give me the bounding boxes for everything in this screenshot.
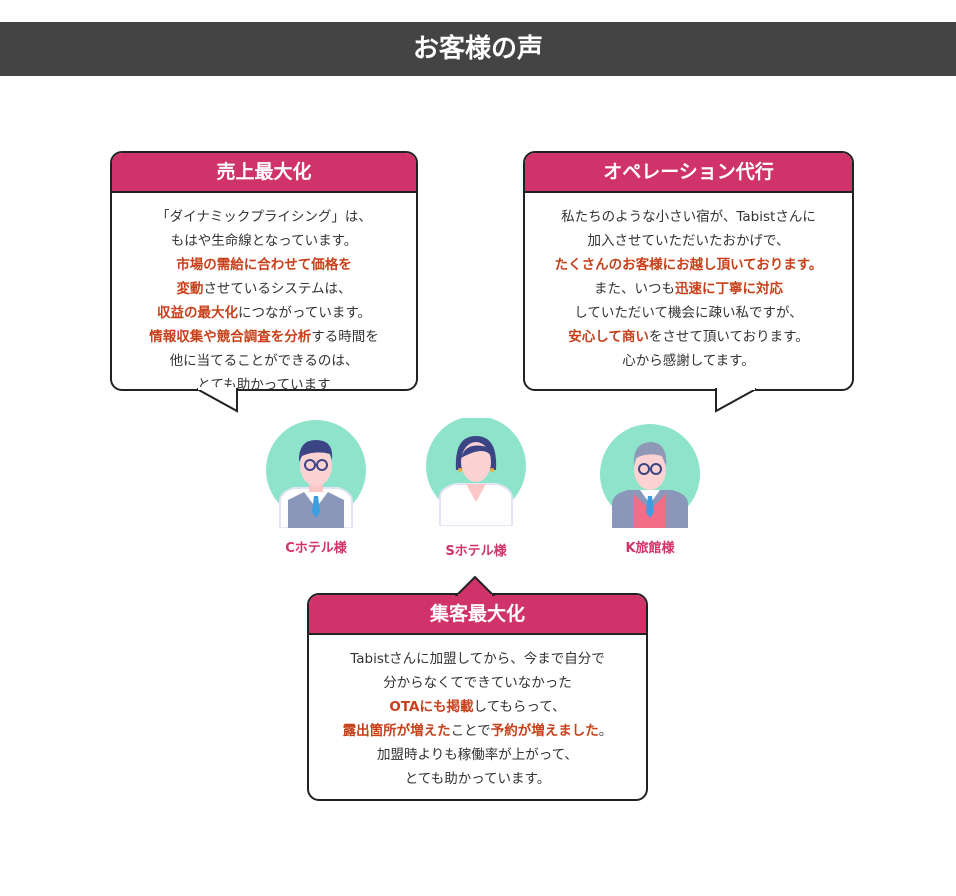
card-line: 露出箇所が増えたことで予約が増えました。 (309, 719, 646, 743)
customer-name: Sホテル様 (445, 544, 507, 559)
highlight-text: 情報収集や競合調査を分析 (149, 329, 312, 345)
body-text: 分からなくてできていなかった (383, 675, 572, 691)
card-line: 心から感謝してます。 (525, 349, 852, 373)
card-line: 加盟時よりも稼働率が上がって、 (309, 743, 646, 767)
highlight-text: たくさんのお客様にお越し頂いております。 (554, 257, 823, 273)
card-line: 加入させていただいたおかげで、 (525, 229, 852, 253)
card-body: 「ダイナミックプライシング」は、もはや生命線となっています。市場の需給に合わせて… (112, 193, 416, 397)
body-text: していただいて機会に疎い私ですが、 (574, 305, 803, 321)
body-text: 加盟時よりも稼働率が上がって、 (377, 747, 578, 763)
card-line: していただいて機会に疎い私ですが、 (525, 301, 852, 325)
testimonial-card-operation: オペレーション代行 私たちのような小さい宿が、Tabistさんに加入させていただ… (523, 151, 854, 391)
highlight-text: OTAにも掲載 (389, 699, 474, 715)
highlight-text: 安心して商い (568, 329, 649, 345)
body-text: 加入させていただいたおかげで、 (587, 233, 790, 249)
body-text: ことで (450, 723, 491, 739)
avatar-elderly-man (600, 424, 700, 528)
body-text: もはや生命線となっています。 (170, 233, 358, 249)
body-text: をさせて頂いております。 (648, 329, 809, 345)
card-line: たくさんのお客様にお越し頂いております。 (525, 253, 852, 277)
card-line: 情報収集や競合調査を分析する時間を (112, 325, 416, 349)
highlight-text: 予約が増えました (490, 723, 599, 739)
card-line: 私たちのような小さい宿が、Tabistさんに (525, 205, 852, 229)
card-line: 収益の最大化につながっています。 (112, 301, 416, 325)
customer-name: K旅館様 (625, 541, 675, 556)
card-line: とても助かっています (112, 373, 416, 397)
highlight-text: 収益の最大化 (157, 305, 238, 321)
card-line: 市場の需給に合わせて価格を (112, 253, 416, 277)
card-line: Tabistさんに加盟してから、今まで自分で (309, 647, 646, 671)
card-line: 他に当てることができるのは、 (112, 349, 416, 373)
body-text: また、いつも (594, 281, 675, 297)
body-text: とても助かっています。 (404, 771, 551, 787)
card-line: 変動させているシステムは、 (112, 277, 416, 301)
body-text: する時間を (311, 329, 379, 345)
body-text: させているシステムは、 (203, 281, 352, 297)
testimonial-card-sales: 売上最大化 「ダイナミックプライシング」は、もはや生命線となっています。市場の需… (110, 151, 418, 393)
card-line: とても助かっています。 (309, 767, 646, 791)
avatar-man-glasses (266, 420, 366, 528)
testimonial-card-attraction: 集客最大化 Tabistさんに加盟してから、今まで自分で分からなくてできていなか… (307, 593, 648, 801)
card-line: また、いつも迅速に丁寧に対応 (525, 277, 852, 301)
body-text: 私たちのような小さい宿が、Tabistさんに (561, 209, 816, 225)
card-title: 売上最大化 (112, 153, 416, 193)
highlight-text: 露出箇所が増えた (342, 723, 451, 739)
card-line: もはや生命線となっています。 (112, 229, 416, 253)
speech-tail (455, 575, 496, 596)
body-text: 心から感謝してます。 (622, 353, 755, 369)
avatar-woman (426, 418, 526, 526)
highlight-text: 市場の需給に合わせて価格を (176, 257, 352, 273)
body-text: 他に当てることができるのは、 (169, 353, 359, 369)
speech-tail (715, 387, 757, 413)
card-line: 安心して商いをさせて頂いております。 (525, 325, 852, 349)
body-text: につながっています。 (238, 305, 371, 321)
speech-tail (196, 387, 238, 413)
body-text: 「ダイナミックプライシング」は、 (156, 209, 372, 225)
body-text: してもらって、 (473, 699, 566, 715)
page-title: お客様の声 (0, 22, 956, 76)
highlight-text: 迅速に丁寧に対応 (675, 281, 783, 297)
body-text: Tabistさんに加盟してから、今まで自分で (350, 651, 605, 667)
card-body: Tabistさんに加盟してから、今まで自分で分からなくてできていなかった OTAに… (309, 635, 646, 791)
card-line: OTAにも掲載してもらって、 (309, 695, 646, 719)
card-title: オペレーション代行 (525, 153, 852, 193)
card-title: 集客最大化 (309, 595, 646, 635)
body-text: 。 (598, 723, 613, 739)
card-body: 私たちのような小さい宿が、Tabistさんに加入させていただいたおかげで、たくさ… (525, 193, 852, 373)
customer-name: Cホテル様 (285, 541, 347, 556)
card-line: 分からなくてできていなかった (309, 671, 646, 695)
highlight-text: 変動 (176, 281, 204, 297)
card-line: 「ダイナミックプライシング」は、 (112, 205, 416, 229)
